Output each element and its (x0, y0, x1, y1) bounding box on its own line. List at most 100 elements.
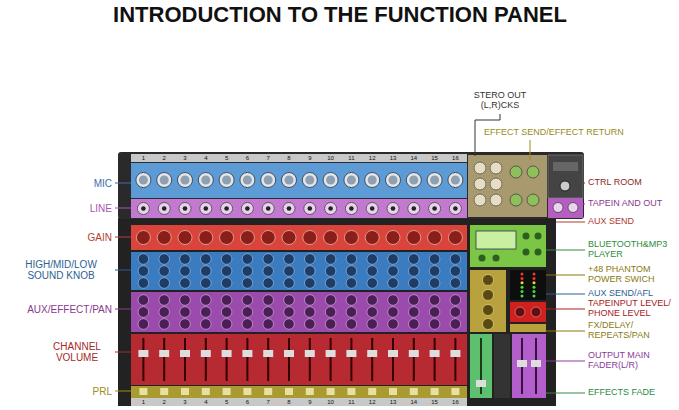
player-display (476, 231, 516, 249)
output-jack (490, 162, 502, 174)
gain-knob (282, 231, 296, 245)
aux-knob (367, 319, 378, 330)
title: INTRODUCTION TO THE FUNCTION PANEL (113, 3, 567, 27)
fader-slot (309, 338, 311, 381)
level-meter (510, 270, 546, 300)
aux-knob (263, 319, 274, 330)
channel-number: 1 (142, 155, 145, 162)
meter-led (533, 290, 536, 293)
eq-knob (201, 278, 212, 289)
eq-knob (284, 266, 295, 277)
xlr-socket (240, 173, 255, 188)
line-jack-hole (141, 206, 146, 211)
aux-knob (180, 319, 191, 330)
xlr-socket (448, 173, 463, 188)
gain-knob (386, 231, 400, 245)
callout-label: CHANNEL VOLUME (42, 341, 112, 363)
leader-line (115, 352, 131, 353)
line-band (131, 199, 467, 218)
fader-slot (267, 338, 269, 381)
fx-knob (483, 275, 494, 286)
aux-knob (180, 307, 191, 318)
aux-knob (450, 295, 461, 306)
leader-line (115, 270, 131, 271)
prl-button (327, 388, 335, 395)
eq-knob (180, 254, 191, 265)
aux-knob (263, 295, 274, 306)
channel-number: 3 (183, 155, 186, 162)
callout-label: TAPEIN AND OUT (588, 199, 662, 209)
callout-label: AUX SEND (588, 217, 634, 227)
xlr-inner (326, 176, 335, 185)
line-jack (158, 203, 170, 215)
fader-slot (226, 338, 228, 381)
line-jack (262, 203, 274, 215)
aux-knob (346, 307, 357, 318)
eq-knob (325, 254, 336, 265)
fader-slot (205, 338, 207, 381)
channel-number: 5 (225, 155, 228, 162)
aux-knob (367, 295, 378, 306)
eq-knob (346, 254, 357, 265)
aux-knob (450, 319, 461, 330)
aux-knob (284, 319, 295, 330)
eq-knob (409, 278, 420, 289)
aux-knob (367, 307, 378, 318)
eq-knob (263, 266, 274, 277)
channel-number: 4 (204, 399, 207, 406)
channel-number: 8 (287, 399, 290, 406)
xlr-inner (201, 176, 210, 185)
channel-number: 2 (163, 155, 166, 162)
leader-line (546, 393, 585, 394)
line-jack (283, 203, 295, 215)
aux-knob (201, 319, 212, 330)
fader-cap (517, 360, 527, 367)
eq-knob (242, 254, 253, 265)
meter-led (533, 286, 536, 289)
channel-number: 11 (348, 399, 354, 406)
eq-knob (221, 266, 232, 277)
eq-knob (284, 254, 295, 265)
aux-knob (429, 307, 440, 318)
leader-line (115, 391, 131, 392)
eq-knob (263, 254, 274, 265)
fader-cap (346, 350, 356, 357)
fader-slot (184, 338, 186, 381)
eq-knob (429, 278, 440, 289)
fader-band (131, 334, 467, 385)
aux-knob (409, 319, 420, 330)
eq-knob (159, 266, 170, 277)
aux-knob (242, 319, 253, 330)
xlr-inner (389, 176, 398, 185)
leader-line (556, 222, 585, 223)
master-gap (494, 334, 510, 398)
xlr-socket (427, 173, 442, 188)
line-jack-hole (183, 206, 188, 211)
fader-cap (138, 350, 148, 357)
prl-button (368, 388, 376, 395)
aux-knob (180, 295, 191, 306)
eq-knob (346, 278, 357, 289)
prl-button (264, 388, 272, 395)
channel-number: 12 (369, 155, 376, 162)
player-button (523, 249, 530, 256)
aux-knob (388, 319, 399, 330)
xlr-inner (409, 176, 418, 185)
level-knob (515, 307, 525, 317)
tape-jack (553, 203, 563, 213)
channel-number: 11 (348, 155, 354, 162)
main-fader-panel (512, 334, 546, 398)
fx-panel (470, 270, 506, 332)
prl-button (431, 388, 439, 395)
meter-led (521, 295, 524, 298)
eq-knob (409, 266, 420, 277)
aux-knob (305, 295, 316, 306)
channel-number: 4 (204, 155, 207, 162)
player-button (479, 255, 486, 262)
line-jack (137, 203, 149, 215)
callout-label: STERO OUT (L,R)CKS (467, 91, 533, 111)
aux-knob (346, 295, 357, 306)
player-button (523, 233, 530, 240)
xlr-inner (305, 176, 314, 185)
